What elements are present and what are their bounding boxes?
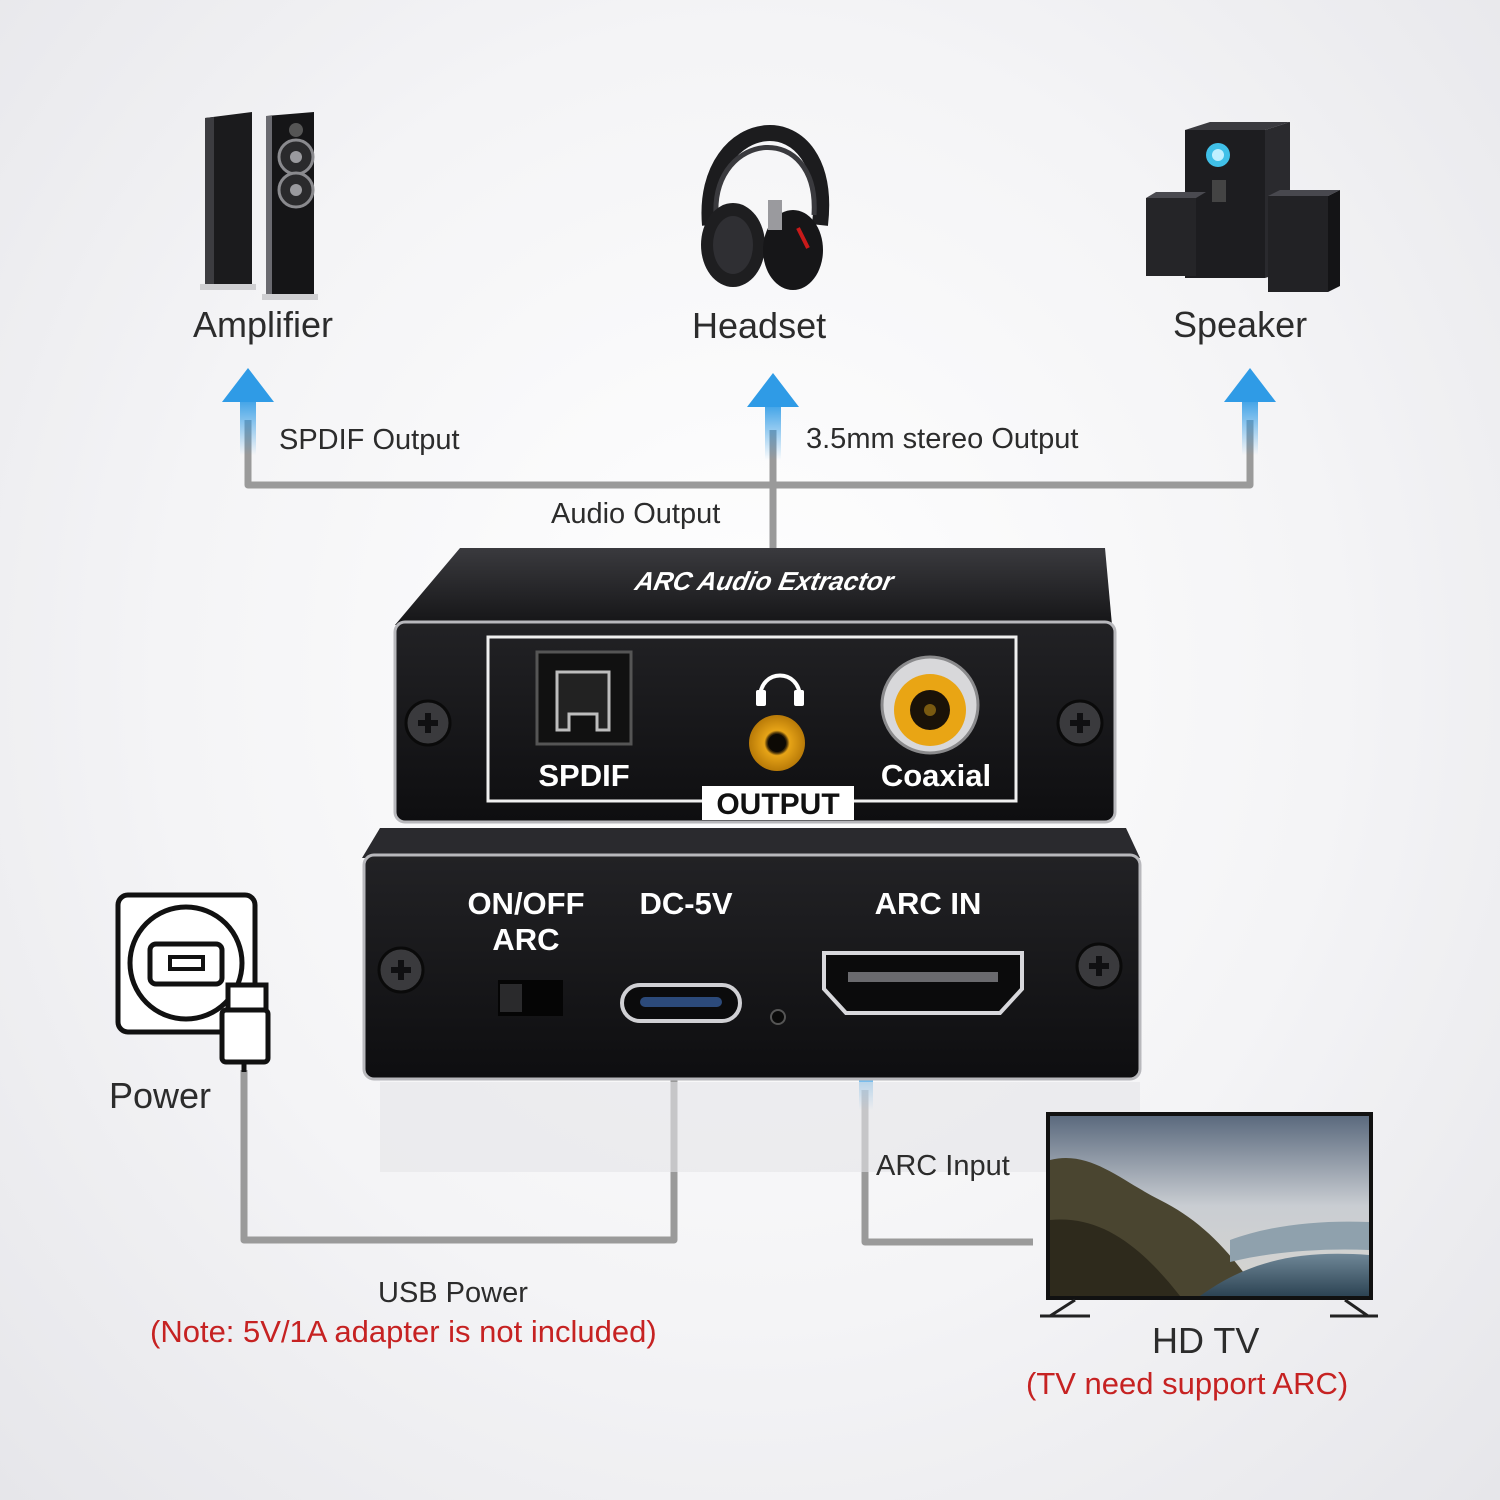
- power-label: Power: [109, 1075, 212, 1116]
- spdif-output-label: SPDIF Output: [279, 424, 460, 456]
- device-title: ARC Audio Extractor: [632, 566, 899, 596]
- status-led-icon: [770, 1009, 786, 1025]
- usb-power-label: USB Power: [378, 1277, 528, 1309]
- usb-plug-icon: [219, 982, 271, 1072]
- arrow-headset: [747, 373, 799, 460]
- output-panel-label: OUTPUT: [716, 788, 839, 821]
- amplifier-label: Amplifier: [193, 304, 334, 345]
- hdmi-port-icon: [822, 951, 1024, 1015]
- arrow-spdif: [222, 368, 274, 455]
- switch-label-arc: ARC: [492, 922, 559, 957]
- headset-label: Headset: [692, 305, 827, 346]
- screw-icon: [377, 946, 425, 994]
- device-output-unit: [393, 548, 1117, 824]
- screw-icon: [1056, 699, 1104, 747]
- arc-input-label: ARC Input: [876, 1150, 1010, 1182]
- device-reflection: [380, 1082, 1140, 1172]
- headphone-icon: [756, 673, 804, 706]
- arc-in-label: ARC IN: [875, 886, 982, 921]
- spdif-port-label: SPDIF: [538, 758, 629, 793]
- headset-image: [701, 125, 830, 290]
- speaker-label: Speaker: [1173, 304, 1308, 345]
- arc-switch-icon: [498, 980, 563, 1016]
- screw-icon: [404, 699, 452, 747]
- power-outlet-image: [115, 892, 258, 1035]
- arrow-speaker: [1224, 368, 1276, 455]
- stereo-jack-icon: [749, 715, 805, 771]
- usb-power-note: (Note: 5V/1A adapter is not included): [150, 1314, 657, 1349]
- coaxial-port-label: Coaxial: [881, 758, 991, 793]
- coaxial-port-icon: [880, 655, 980, 755]
- usb-c-port-icon: [620, 983, 742, 1023]
- tv-label: HD TV: [1152, 1320, 1260, 1361]
- switch-label-onoff: ON/OFF: [467, 886, 584, 921]
- device-input-unit: [362, 828, 1142, 1081]
- tv-image: [1040, 1112, 1378, 1318]
- spdif-port-icon: [535, 650, 633, 746]
- speaker-image: [1146, 122, 1340, 292]
- stereo-output-label: 3.5mm stereo Output: [806, 423, 1079, 455]
- audio-output-label: Audio Output: [551, 498, 721, 530]
- tv-note: (TV need support ARC): [1026, 1366, 1349, 1401]
- screw-icon: [1075, 942, 1123, 990]
- dc-label: DC-5V: [639, 886, 732, 921]
- amplifier-image: [200, 112, 318, 300]
